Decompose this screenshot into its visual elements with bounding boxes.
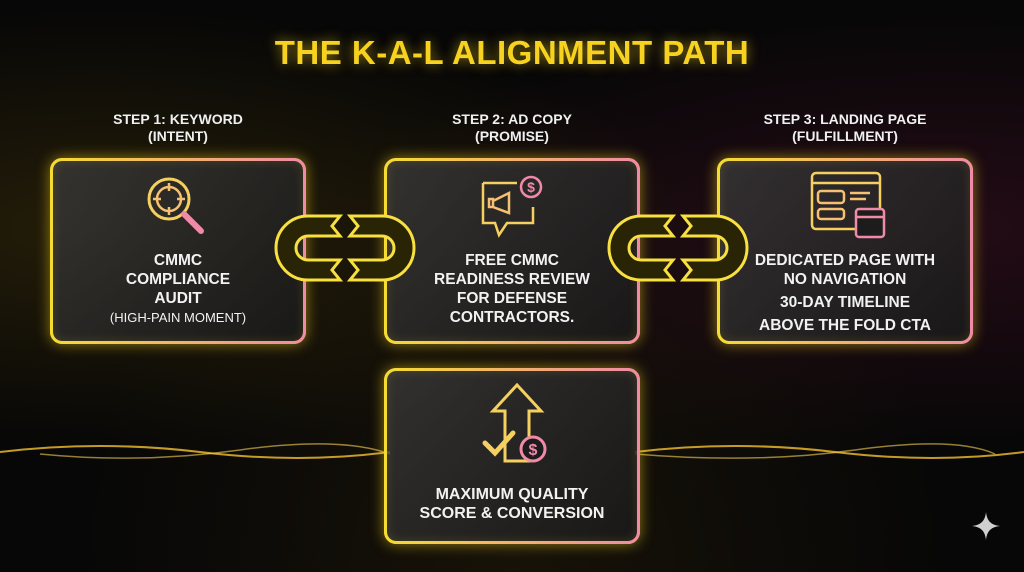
step-2-line: FOR DEFENSE: [456, 290, 568, 307]
step-1-label: STEP 1: KEYWORD(INTENT): [50, 111, 306, 145]
step-1-title: STEP 1: KEYWORD: [113, 111, 243, 127]
step-2-subtitle: (PROMISE): [475, 128, 549, 144]
result-line: MAXIMUM QUALITY: [435, 486, 589, 503]
result-line: SCORE & CONVERSION: [419, 505, 605, 522]
step-3-text: DEDICATED PAGE WITH NO NAVIGATION 30-DAY…: [720, 251, 970, 335]
arrow-up-check-dollar-icon: $: [482, 382, 547, 463]
step-1-subtitle: (INTENT): [148, 128, 208, 144]
step-2-line: FREE CMMC: [465, 252, 559, 269]
step-3-line: DEDICATED PAGE WITH: [754, 252, 936, 269]
step-3-subtitle: (FULFILLMENT): [792, 128, 898, 144]
chain-link-icon: [274, 214, 416, 282]
result-text: MAXIMUM QUALITY SCORE & CONVERSION: [387, 485, 637, 523]
step-2-line: READINESS REVIEW: [434, 271, 590, 288]
glow-wave-left: [0, 443, 390, 459]
step-1-line: COMPLIANCE: [125, 271, 231, 288]
step-1-text: CMMC COMPLIANCE AUDIT (HIGH-PAIN MOMENT): [53, 251, 303, 327]
step-2-card: $ FREE CMMC READINESS REVIEW FOR DEFENSE…: [384, 158, 640, 344]
webpage-calendar-icon: [810, 171, 886, 239]
step-3-line: 30-DAY TIMELINE: [779, 294, 911, 311]
step-2-title: STEP 2: AD COPY: [452, 111, 572, 127]
step-2-line: CONTRACTORS.: [449, 309, 575, 326]
step-1-card: CMMC COMPLIANCE AUDIT (HIGH-PAIN MOMENT): [50, 158, 306, 344]
glow-wave-right: [635, 443, 1024, 459]
step-2-text: FREE CMMC READINESS REVIEW FOR DEFENSE C…: [387, 251, 637, 327]
megaphone-dollar-icon: $: [481, 175, 543, 238]
step-1-line: AUDIT: [154, 290, 202, 307]
step-2-label: STEP 2: AD COPY(PROMISE): [384, 111, 640, 145]
magnifier-target-icon: [147, 177, 204, 234]
step-1-subline: (HIGH-PAIN MOMENT): [109, 310, 247, 325]
chain-link-icon: [607, 214, 749, 282]
svg-text:$: $: [529, 442, 538, 459]
step-3-title: STEP 3: LANDING PAGE: [763, 111, 927, 127]
sparkle-icon: [972, 512, 1000, 540]
step-1-line: CMMC: [153, 252, 203, 269]
step-3-label: STEP 3: LANDING PAGE(FULFILLMENT): [717, 111, 973, 145]
svg-text:$: $: [527, 179, 535, 195]
step-3-card: DEDICATED PAGE WITH NO NAVIGATION 30-DAY…: [717, 158, 973, 344]
step-3-line: ABOVE THE FOLD CTA: [759, 317, 931, 334]
page-title: THE K-A-L ALIGNMENT PATH: [274, 34, 750, 71]
step-3-line: NO NAVIGATION: [783, 271, 907, 288]
result-card: $ MAXIMUM QUALITY SCORE & CONVERSION: [384, 368, 640, 544]
